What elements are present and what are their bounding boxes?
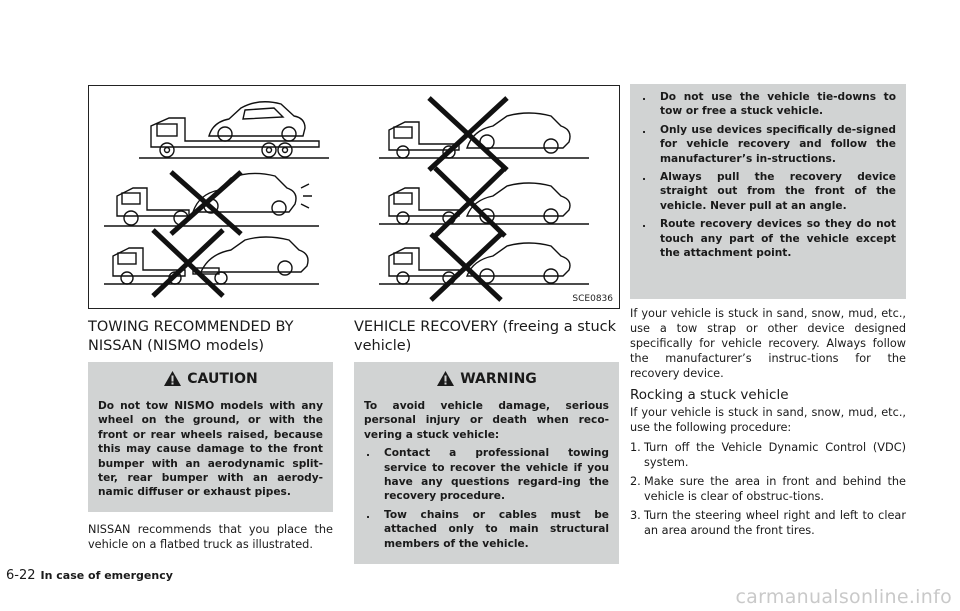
towing-illustration: SCE0836 <box>88 85 620 309</box>
step-text: Turn the steering wheel right and left t… <box>644 509 906 537</box>
page-footer: 6-22 In case of emergency <box>6 568 173 583</box>
rocking-step: 1.Turn off the Vehicle Dynamic Control (… <box>630 440 906 470</box>
right-tow-drawing-1-crossed <box>379 96 589 172</box>
flatbed-truck-drawing <box>139 101 329 159</box>
rocking-steps: 1.Turn off the Vehicle Dynamic Control (… <box>630 436 906 538</box>
tow-dolly-drawing-crossed <box>104 228 319 298</box>
recovery-bullet-text: Route recovery devices so they do not to… <box>660 218 896 260</box>
flatbed-paragraph: NISSAN recommends that you place the veh… <box>88 523 333 551</box>
right-tow-drawing-3-crossed <box>379 232 589 302</box>
step-text: Make sure the area in front and behind t… <box>644 475 906 503</box>
middle-column: VEHICLE RECOVERY (freeing a stuck vehicl… <box>354 318 619 356</box>
bullet-marker: . <box>642 171 647 184</box>
warning-intro: To avoid vehicle damage, serious persona… <box>364 400 609 441</box>
recovery-bullet: . Always pull the recovery device straigh… <box>640 170 896 213</box>
figure-id: SCE0836 <box>572 294 613 304</box>
warning-bullet: . Contact a professional towing service t… <box>364 446 609 504</box>
right-tow-drawing-2-crossed <box>379 166 589 238</box>
recovery-bullets: . Do not use the vehicle tie-downs to tow… <box>640 90 896 260</box>
caution-icon <box>164 371 182 386</box>
recovery-bullet-text: Always pull the recovery device straight… <box>660 171 896 212</box>
section-name: In case of emergency <box>40 569 173 582</box>
bullet-marker: . <box>642 218 647 231</box>
warning-bullet: . Tow chains or cables must be attached o… <box>364 508 609 551</box>
warning-title-text: WARNING <box>460 370 537 387</box>
recovery-bullet: . Route recovery devices so they do not t… <box>640 217 896 260</box>
caution-title: CAUTION <box>98 370 323 387</box>
rocking-subheading: Rocking a stuck vehicle <box>630 387 789 403</box>
wheel-lift-drawing-crossed <box>104 170 319 236</box>
recovery-bullet: . Do not use the vehicle tie-downs to tow… <box>640 90 896 119</box>
watermark: carmanualsonline.info <box>735 586 952 608</box>
warning-box: WARNING To avoid vehicle damage, serious… <box>354 362 619 564</box>
step-text: Turn off the Vehicle Dynamic Control (VD… <box>644 441 906 469</box>
vehicle-recovery-heading: VEHICLE RECOVERY (freeing a stuck vehicl… <box>354 319 617 354</box>
step-number: 3. <box>630 509 641 522</box>
bullet-marker: . <box>366 508 371 521</box>
stuck-vehicle-paragraph: If your vehicle is stuck in sand, snow, … <box>630 307 906 380</box>
recovery-bullet: . Only use devices specifically de-signed… <box>640 123 896 166</box>
caution-title-text: CAUTION <box>187 370 258 387</box>
towing-heading: TOWING RECOMMENDED BY NISSAN (NISMO mode… <box>88 319 294 354</box>
warning-title: WARNING <box>364 370 609 387</box>
step-number: 1. <box>630 441 641 454</box>
recovery-cautions-box: . Do not use the vehicle tie-downs to tow… <box>630 84 906 299</box>
step-number: 2. <box>630 475 641 488</box>
rocking-step: 2.Make sure the area in front and behind… <box>630 474 906 504</box>
rocking-intro: If your vehicle is stuck in sand, snow, … <box>630 406 906 434</box>
recovery-bullet-text: Do not use the vehicle tie-downs to tow … <box>660 91 896 118</box>
bullet-marker: . <box>642 91 647 103</box>
warning-bullets: . Contact a professional towing service t… <box>364 446 609 551</box>
bullet-marker: . <box>366 447 371 460</box>
warning-bullet-text: Contact a professional towing service to… <box>384 447 609 503</box>
warning-bullet-text: Tow chains or cables must be attached on… <box>384 508 609 550</box>
towing-diagrams-svg <box>104 96 589 302</box>
caution-box: CAUTION Do not tow NISMO models with any… <box>88 362 333 512</box>
rocking-step: 3.Turn the steering wheel right and left… <box>630 508 906 538</box>
warning-icon <box>437 371 455 386</box>
page-number: 6-22 <box>6 568 36 583</box>
bullet-marker: . <box>642 123 647 136</box>
recovery-bullet-text: Only use devices specifically de-signed … <box>660 123 896 165</box>
left-column: TOWING RECOMMENDED BY NISSAN (NISMO mode… <box>88 318 333 356</box>
caution-text: Do not tow NISMO models with any wheel o… <box>98 400 323 499</box>
